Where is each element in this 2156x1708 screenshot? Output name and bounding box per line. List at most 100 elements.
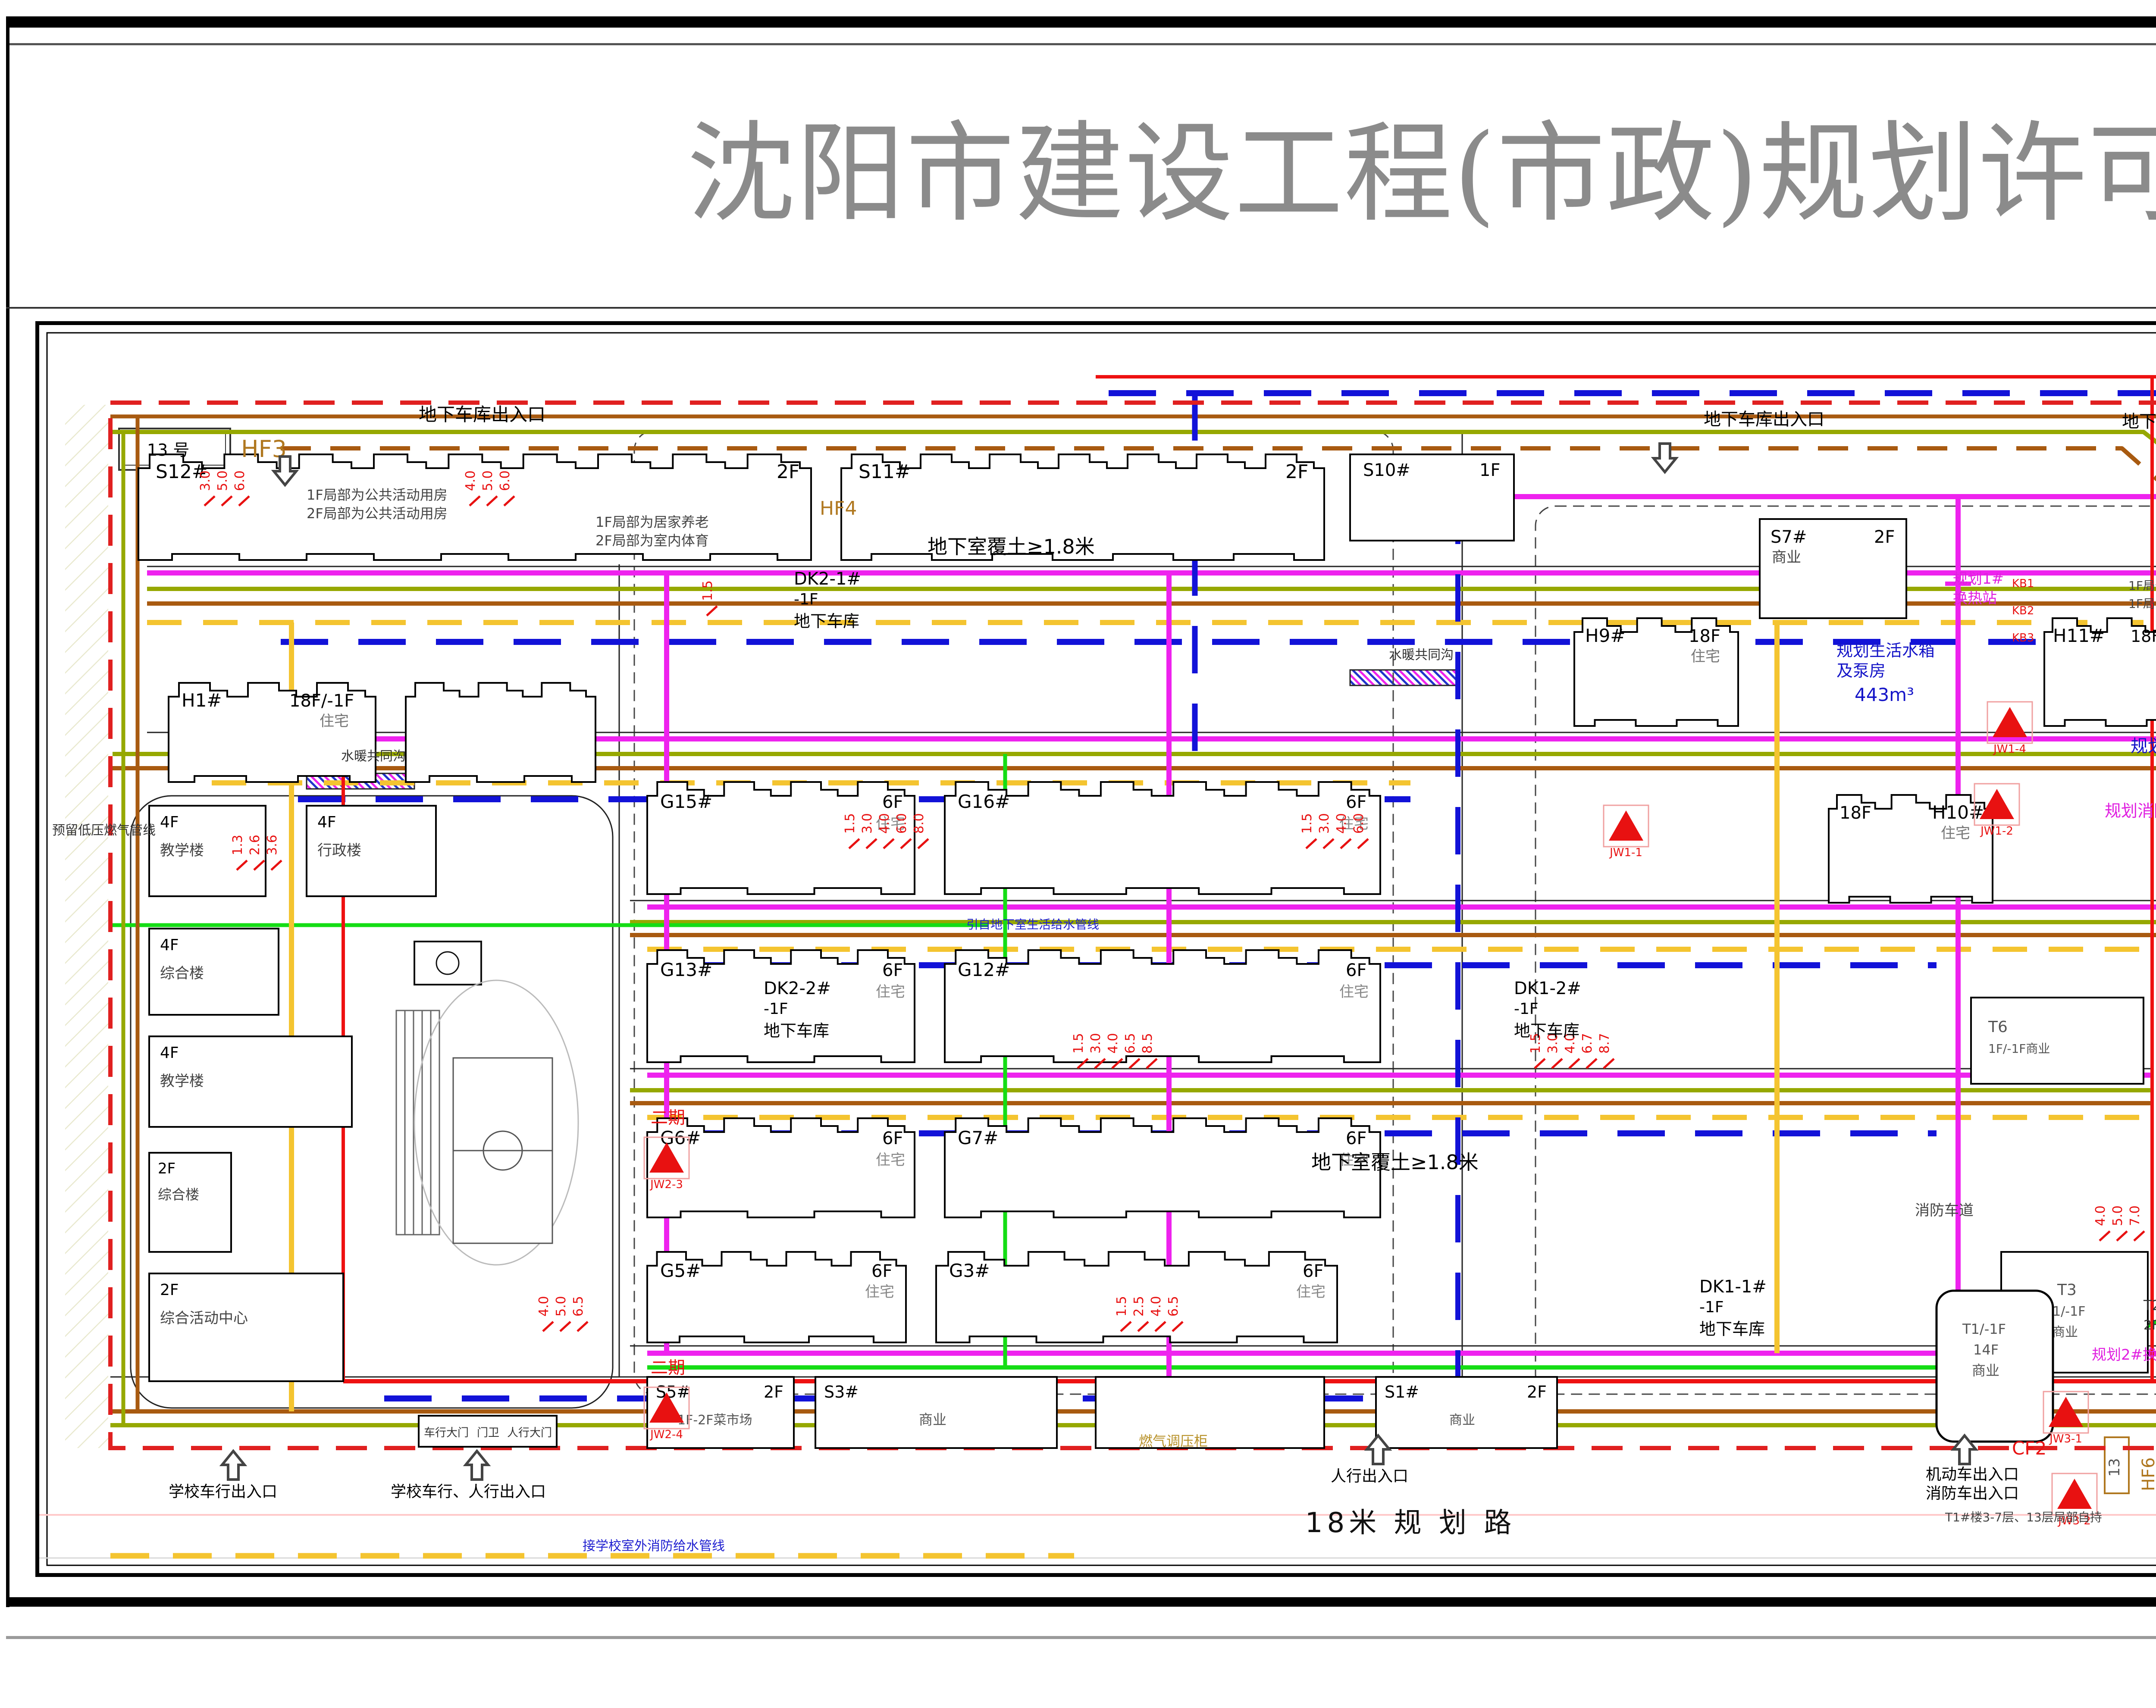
building-label-21-1: 2F: [1527, 1383, 1547, 1401]
map-label-12: -1F: [1514, 1000, 1539, 1018]
dimension-10-0: 1.5: [700, 580, 715, 601]
map-label-35: 规划消防泵房: [2105, 801, 2156, 820]
dimension-tick-3-4: [917, 838, 929, 849]
building-13: [944, 949, 1381, 1063]
entrance-label-5-1: 消防车出入口: [1926, 1485, 2019, 1502]
dimension-tick-2-1: [253, 860, 265, 871]
building-label-28-0: 4F: [160, 936, 179, 954]
map-label-50: T2裙房: [2143, 1297, 2156, 1314]
building-1: [840, 454, 1325, 561]
utility-pipeline-1: [110, 430, 2156, 444]
building-label-10-0: G15#: [660, 791, 712, 812]
building-label-6-0: H9#: [1585, 625, 1626, 646]
building-28: [148, 928, 279, 1016]
building-label-31-0: 2F: [160, 1281, 179, 1299]
dimension-tick-9-0: [2099, 1230, 2111, 1242]
dimension-tick-9-2: [2133, 1230, 2145, 1242]
entrance-label-4-0: 人行出入口: [1331, 1467, 1408, 1485]
dimension-tick-10-0: [706, 605, 718, 616]
dimension-8-1: 5.0: [554, 1296, 569, 1317]
map-label-20: 13 号: [147, 441, 189, 460]
map-label-13: 地下车库: [1514, 1021, 1579, 1040]
map-label-14: DK1-1#: [1699, 1277, 1767, 1297]
building-label-4-0: H1#: [182, 690, 222, 711]
building-label-23-1: 1F/-1F商业: [1988, 1042, 2050, 1056]
dimension-9-0: 4.0: [2093, 1205, 2108, 1226]
building-9: [1828, 794, 1993, 904]
dimension-2-0: 1.3: [230, 835, 245, 855]
dimension-tick-0-1: [221, 495, 233, 507]
building-27: [306, 805, 437, 897]
building-label-12-1: 6F: [882, 960, 903, 980]
building-label-16-1: 6F: [871, 1261, 892, 1281]
building-label-0-5: 2F局部为室内体育: [595, 532, 709, 549]
substation-box-1: [1974, 783, 2020, 826]
building-8: [2043, 617, 2156, 727]
building-26: [148, 805, 266, 897]
dimension-tick-6-4: [1603, 1058, 1615, 1069]
map-label-43: KB2: [2012, 604, 2034, 617]
building-label-27-0: 4F: [317, 813, 336, 831]
entrance-label-6-0: 学校车行出入口: [169, 1483, 277, 1501]
building-label-11-0: G16#: [958, 791, 1010, 812]
dimension-tick-6-2: [1568, 1058, 1580, 1069]
map-label-28: 及泵房: [1836, 661, 1886, 680]
building-label-16-0: G5#: [660, 1260, 701, 1281]
dimension-tick-0-2: [238, 495, 250, 507]
dimension-tick-5-1: [1094, 1058, 1106, 1069]
dimension-5-0: 1.5: [1071, 1033, 1086, 1054]
planned-road-label: 18米 规 划 路: [1305, 1507, 1516, 1539]
map-label-9: -1F: [764, 1000, 788, 1018]
sheet-border-left: [6, 16, 9, 1607]
map-label-16: 地下车库: [1699, 1320, 1765, 1339]
building-label-7-2: 商业: [1772, 549, 1801, 566]
entrance-arrow-icon-7: [463, 1449, 491, 1481]
sheet-border-bottom: [6, 1597, 2156, 1607]
dimension-tick-8-1: [559, 1321, 571, 1332]
building-label-17-2: 住宅: [1296, 1283, 1326, 1301]
dimension-tick-5-0: [1077, 1058, 1089, 1069]
dimension-tick-2-0: [236, 860, 248, 871]
substation-box-6: [2051, 1473, 2098, 1516]
building-label-25-2: 商业: [1972, 1362, 1999, 1379]
dimension-tick-3-3: [900, 838, 912, 849]
map-label-37: 接学校室外消防给水管线: [583, 1539, 725, 1554]
building-label-15-0: G7#: [958, 1127, 998, 1148]
building-label-4-2: 住宅: [320, 713, 349, 730]
dimension-3-0: 1.5: [843, 813, 858, 834]
map-label-24: CF2: [2012, 1438, 2046, 1459]
map-static-layer: S 13: [39, 332, 2156, 1566]
dimension-tick-0-0: [204, 495, 216, 507]
dimension-tick-6-0: [1534, 1058, 1546, 1069]
building-label-21-2: 商业: [1449, 1413, 1475, 1428]
map-label-31: 换热站: [1953, 590, 1997, 607]
sheet-border-bottom-shadow: [6, 1636, 2156, 1639]
map-label-11: DK1-2#: [1514, 979, 1581, 998]
substation-box-2: [1987, 701, 2033, 744]
map-label-3: 地下室覆土≥1.8米: [928, 535, 1095, 558]
building-label-9-1: H10#: [1932, 802, 1984, 823]
dimension-8-0: 4.0: [536, 1296, 552, 1317]
building-label-7-0: S7#: [1771, 527, 1807, 547]
building-label-10-1: 6F: [882, 792, 903, 812]
building-label-29-1: 教学楼: [160, 1073, 204, 1090]
dimension-6-4: 8.7: [1597, 1033, 1612, 1054]
substation-triangle-3: [649, 1142, 684, 1173]
dimension-1-1: 5.0: [480, 470, 495, 491]
dimension-tick-7-3: [1172, 1321, 1184, 1332]
building-label-0-4: 1F局部为居家养老: [595, 514, 709, 530]
dimension-5-1: 3.0: [1088, 1033, 1103, 1054]
dimension-2-1: 2.6: [248, 835, 263, 855]
building-6: [1573, 617, 1739, 727]
map-label-41: 1F局部为物业管理: [2128, 597, 2156, 611]
site-plan-drawing: S 13 S12#2F1F局部为公共活动用房2F局部为公共活动用房1F局部为居家…: [39, 332, 2156, 1566]
dimension-7-0: 1.5: [1114, 1296, 1129, 1317]
page-title: 沈阳市建设工程(市政)规划许可批前公示板: [686, 111, 2156, 237]
building-label-25-1: 14F: [1973, 1342, 1999, 1358]
entrance-arrow-icon-1: [1651, 442, 1679, 474]
building-label-6-2: 住宅: [1691, 648, 1720, 665]
land-use-boundary: [108, 400, 2156, 1450]
building-label-19-0: S3#: [824, 1383, 859, 1401]
dimension-tick-1-1: [486, 495, 498, 507]
